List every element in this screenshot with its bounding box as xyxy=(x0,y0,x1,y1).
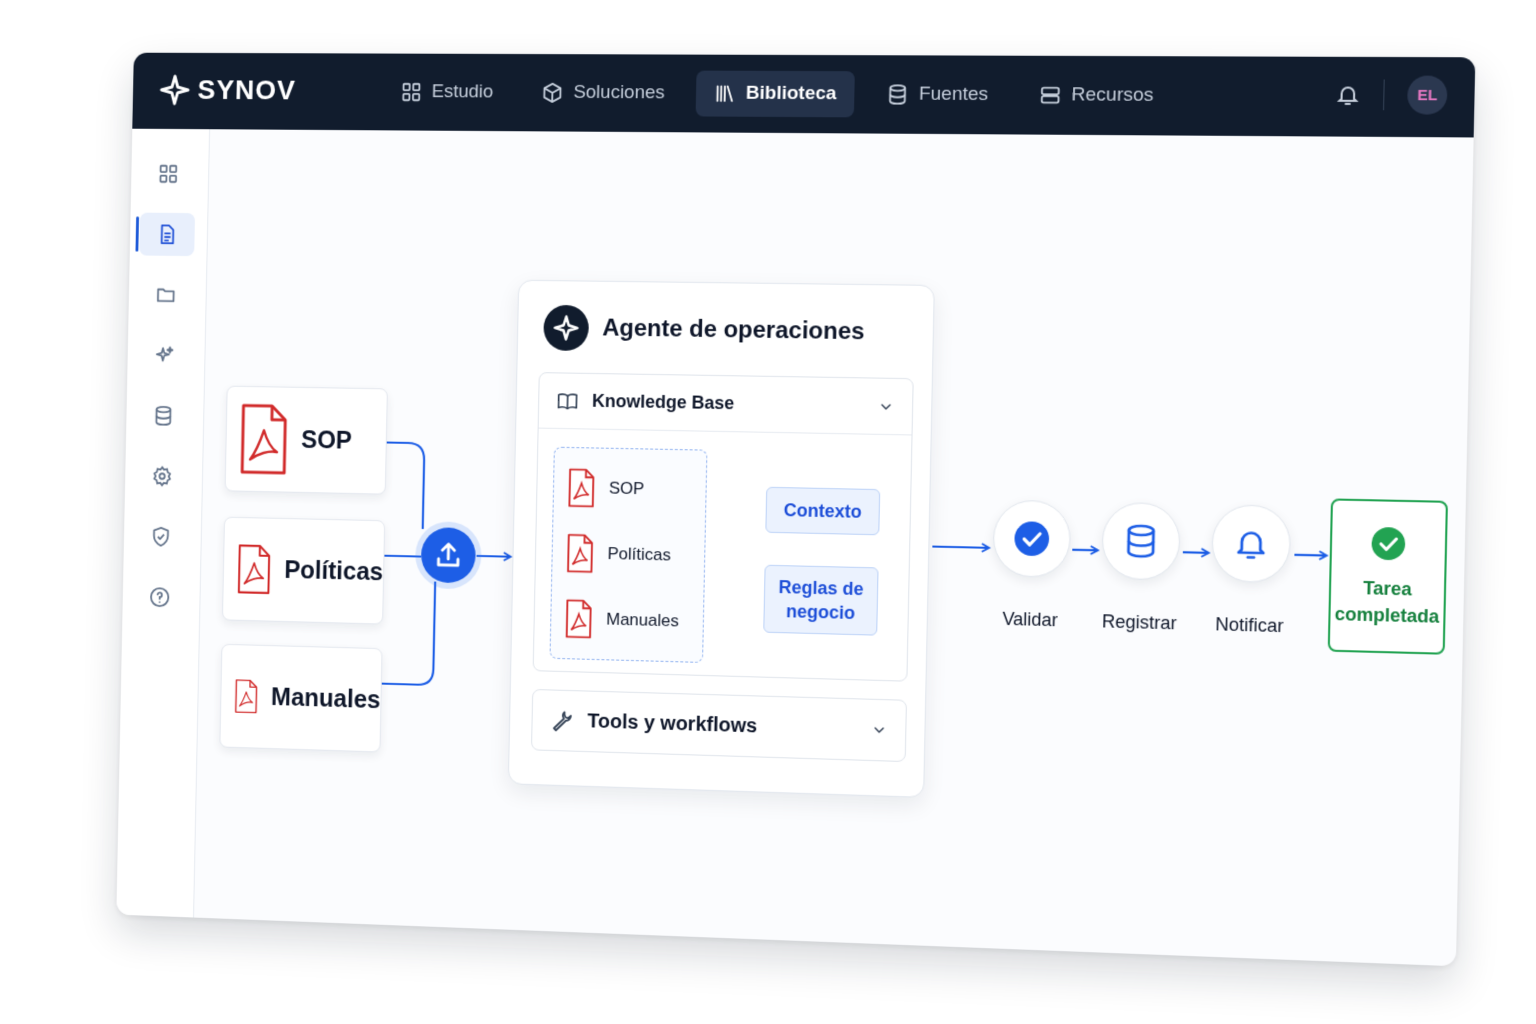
pdf-icon xyxy=(567,468,595,508)
nav-soluciones[interactable]: Soluciones xyxy=(524,70,683,116)
source-label: SOP xyxy=(300,425,353,455)
source-label: Políticas xyxy=(284,555,384,586)
cube-icon xyxy=(542,82,564,104)
nav-label: Estudio xyxy=(431,81,494,103)
shield-icon xyxy=(150,526,171,548)
agent-title: Agente de operaciones xyxy=(602,314,865,346)
database-icon xyxy=(886,83,909,105)
chevron-down-icon[interactable] xyxy=(878,398,894,414)
knowledge-base-files: SOP Políticas Manuales xyxy=(549,446,708,663)
folder-icon xyxy=(155,284,176,306)
connector-validar-registrar xyxy=(1072,550,1098,551)
kb-file-sop[interactable]: SOP xyxy=(567,468,644,509)
sidebar xyxy=(116,128,211,918)
pdf-icon xyxy=(566,533,594,573)
nav-label: Biblioteca xyxy=(745,82,837,105)
database-icon xyxy=(153,405,174,427)
help-icon xyxy=(149,586,170,608)
pdf-icon xyxy=(565,599,593,639)
tools-title: Tools y workflows xyxy=(587,709,758,737)
nav-label: Fuentes xyxy=(918,83,989,106)
tools-section[interactable]: Tools y workflows xyxy=(530,688,907,763)
step-label-registrar: Registrar xyxy=(1101,611,1177,634)
source-card-sop[interactable]: SOP xyxy=(224,385,388,495)
connector-manuales xyxy=(382,580,435,685)
connector-sop xyxy=(385,443,424,529)
divider xyxy=(1383,79,1385,111)
document-icon xyxy=(156,223,177,245)
user-avatar[interactable]: EL xyxy=(1406,75,1448,115)
step-label-notificar: Notificar xyxy=(1215,614,1284,637)
step-notificar[interactable] xyxy=(1211,504,1292,584)
nav-fuentes[interactable]: Fuentes xyxy=(868,71,1007,118)
kb-file-politicas[interactable]: Políticas xyxy=(566,533,671,575)
library-icon xyxy=(714,83,736,105)
wrench-icon xyxy=(550,708,574,732)
topbar-actions: EL xyxy=(1335,75,1448,115)
app-window: SYNOV Estudio Soluciones Biblioteca Fuen… xyxy=(116,53,1475,967)
server-icon xyxy=(1039,84,1062,106)
task-completed-label: Tarea completada xyxy=(1334,577,1440,627)
connector-agent-validar xyxy=(932,547,989,548)
connector-registrar-notificar xyxy=(1183,552,1209,553)
book-icon xyxy=(557,390,579,412)
agent-header: Agente de operaciones xyxy=(543,304,865,355)
task-completed-card[interactable]: Tarea completada xyxy=(1327,498,1448,655)
sidebar-item-ai[interactable] xyxy=(137,333,193,377)
upload-button[interactable] xyxy=(420,526,477,584)
kb-file-manuales[interactable]: Manuales xyxy=(565,599,680,642)
kb-file-label: SOP xyxy=(608,478,645,499)
check-circle-icon xyxy=(1371,526,1406,561)
gear-icon xyxy=(152,465,173,487)
kb-output-contexto[interactable]: Contexto xyxy=(765,486,881,536)
nav-biblioteca[interactable]: Biblioteca xyxy=(695,70,856,118)
kb-file-label: Políticas xyxy=(607,544,672,565)
step-registrar[interactable] xyxy=(1101,501,1181,581)
sidebar-item-dashboard[interactable] xyxy=(140,152,196,195)
database-icon xyxy=(1122,520,1160,561)
knowledge-base-header[interactable]: Knowledge Base xyxy=(538,373,913,436)
kb-output-reglas[interactable]: Reglas de negocio xyxy=(763,564,879,636)
step-validar[interactable] xyxy=(992,499,1072,579)
source-label: Manuales xyxy=(270,682,381,714)
pdf-icon xyxy=(234,660,258,733)
sidebar-item-help[interactable] xyxy=(132,575,188,619)
nav-label: Soluciones xyxy=(573,81,665,104)
pdf-icon xyxy=(239,403,288,476)
pdf-icon xyxy=(237,533,272,606)
sidebar-item-data[interactable] xyxy=(135,394,191,438)
main-nav: Estudio Soluciones Biblioteca Fuentes Re… xyxy=(383,69,1173,119)
kb-file-label: Manuales xyxy=(606,609,680,631)
nav-estudio[interactable]: Estudio xyxy=(383,69,511,115)
brand-name: SYNOV xyxy=(197,74,297,106)
sidebar-item-folders[interactable] xyxy=(138,273,194,317)
upload-icon xyxy=(433,540,463,570)
grid-icon xyxy=(158,163,179,185)
chevron-down-icon[interactable] xyxy=(871,722,887,739)
check-circle-icon xyxy=(1014,521,1050,557)
step-label-validar: Validar xyxy=(1002,608,1059,631)
sidebar-item-documents[interactable] xyxy=(139,212,196,257)
connector-notificar-done xyxy=(1294,555,1326,556)
agent-logo-icon xyxy=(543,304,590,352)
sidebar-item-security[interactable] xyxy=(133,515,189,559)
brand-logo[interactable]: SYNOV xyxy=(159,74,296,106)
connector-politicas xyxy=(384,556,421,557)
sparkles-icon xyxy=(154,344,175,366)
connector-upload-agent xyxy=(477,556,511,557)
nav-label: Recursos xyxy=(1071,84,1154,106)
top-navbar: SYNOV Estudio Soluciones Biblioteca Fuen… xyxy=(132,52,1476,138)
knowledge-base-title: Knowledge Base xyxy=(591,390,735,414)
bell-icon[interactable] xyxy=(1335,82,1361,107)
agent-panel: Agente de operaciones Knowledge Base SOP… xyxy=(507,279,935,798)
source-card-politicas[interactable]: Políticas xyxy=(221,516,386,625)
source-card-manuales[interactable]: Manuales xyxy=(219,643,383,753)
grid-icon xyxy=(401,81,423,103)
bell-icon xyxy=(1232,524,1270,564)
nav-recursos[interactable]: Recursos xyxy=(1020,72,1172,119)
knowledge-base-section: Knowledge Base SOP Políticas Manuales Co… xyxy=(532,372,914,682)
sidebar-item-settings[interactable] xyxy=(134,454,190,498)
synov-logo-icon xyxy=(159,74,190,105)
